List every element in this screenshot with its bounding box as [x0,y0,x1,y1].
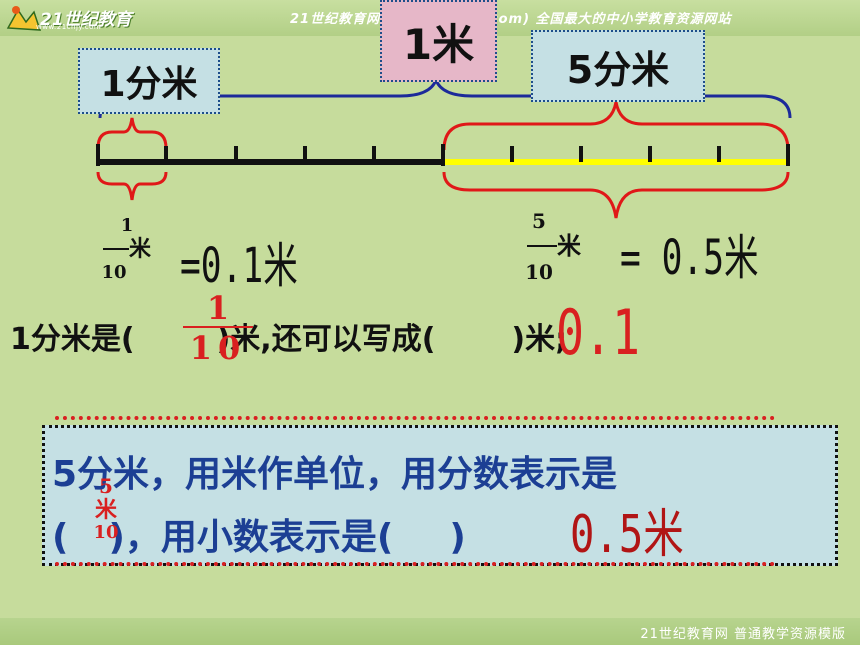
decimeter-bracket-top [96,117,168,149]
question-line-1: 5分米，用米作单位，用分数表示是 [52,454,618,495]
logo-subtext: www.21cnjy.com [36,23,102,31]
fraction-five-tenths: 5 米 10 [516,210,592,284]
answer-numerator: 1 [206,289,230,327]
answer-fraction-five-tenths: 5 米 10 [86,475,126,543]
decorative-dots-top [55,416,775,420]
answer-numerator: 5 [99,474,113,498]
fraction-numerator: 1 [120,215,134,236]
fraction-one-tenth: 1 米 10 [94,216,160,284]
answer-denominator: 10 [189,329,247,367]
label-one-decimeter: 1分米 [78,48,220,114]
footer-bar [0,618,860,645]
logo-text: 21世纪教育 [40,10,132,30]
answer-fraction-one-tenth: 1 10 [178,290,258,368]
fraction-bar [102,248,129,250]
site-logo [4,2,154,36]
decimeter-bracket-bottom [96,171,168,201]
footer-text: 21世纪教育网 普通教学资源模版 [640,627,846,642]
question-part-a: ( [52,517,69,558]
answer-fraction-bar [183,326,253,328]
ruler-ticks [96,144,790,166]
question-box [42,425,838,566]
fraction-unit: 米 [128,236,151,262]
fraction-bar [527,245,557,247]
answer-unit: 米 [94,497,117,523]
label-five-decimeters: 5分米 [531,30,705,102]
five-decimeter-bracket-top [442,101,790,151]
fraction-unit: 米 [557,231,581,260]
sentence-part-b: )米,还可以写成( [216,322,436,357]
five-decimeter-bracket-bottom [442,171,790,219]
sentence-part-c: )米; [511,322,568,357]
decorative-dots-bottom [55,562,775,566]
label-one-meter: 1米 [380,0,497,82]
equation-one-tenth: =0.1米 [180,238,298,294]
fraction-numerator: 5 [532,209,546,233]
question-line-2: ( )，用小数表示是() [52,508,466,560]
fraction-denominator: 10 [101,262,127,283]
equation-five-tenths: = 0.5米 [620,230,759,286]
answer-decimal-one-tenth: 0.1 [556,296,640,369]
fraction-denominator: 10 [525,260,553,284]
logo-icon [6,6,42,31]
answer-decimal-five-tenths: 0.5米 [570,505,684,565]
question-part-c: ) [449,517,466,558]
answer-denominator: 10 [93,522,119,543]
question-part-b: )，用小数表示是( [108,517,394,558]
sentence-part-a: 1分米是( [10,322,135,357]
sentence-decimeter: 1分米是( )米,还可以写成( )米; [10,314,567,358]
